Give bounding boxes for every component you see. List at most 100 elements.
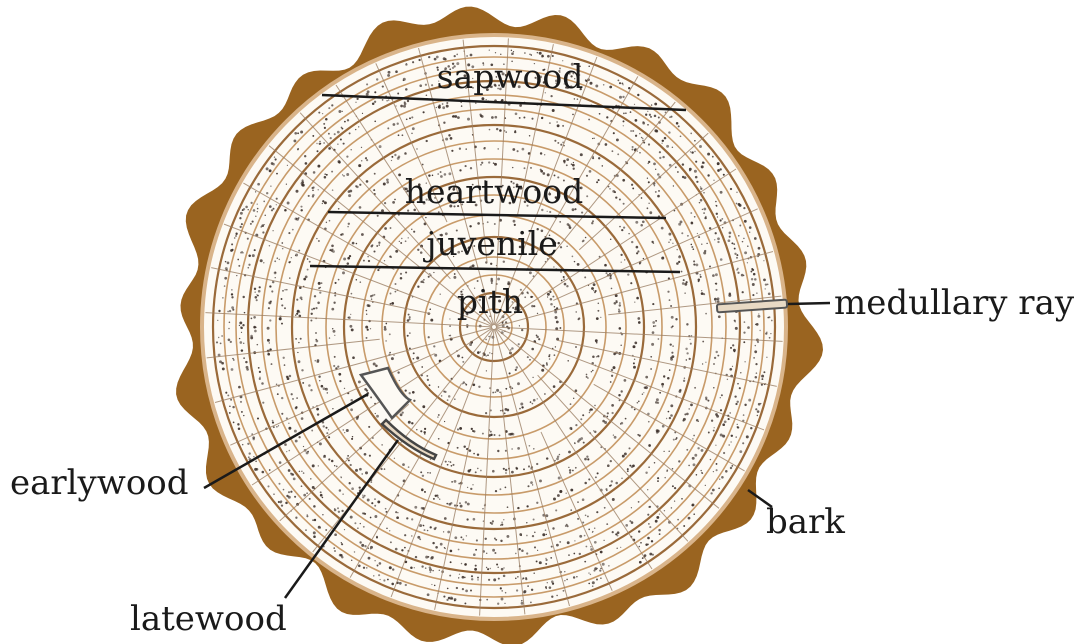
pore-dot (494, 163, 497, 166)
pore-dot (686, 359, 687, 360)
pore-dot (298, 217, 300, 219)
pore-dot (343, 143, 345, 145)
pore-dot (371, 298, 372, 299)
pore-dot (684, 377, 685, 378)
pore-dot (250, 223, 252, 225)
pore-dot (297, 132, 299, 134)
pore-dot (387, 127, 389, 129)
pore-dot (564, 162, 566, 164)
pore-dot (493, 162, 495, 164)
pore-dot (622, 84, 623, 85)
pore-dot (473, 518, 476, 521)
pore-dot (568, 554, 570, 556)
pore-dot (444, 421, 445, 422)
pore-dot (367, 90, 370, 93)
pore-dot (421, 280, 424, 283)
pore-dot (423, 525, 424, 526)
pore-dot (490, 568, 491, 569)
pore-dot (465, 590, 468, 593)
pore-dot (705, 362, 706, 363)
pore-dot (239, 321, 242, 324)
pore-dot (712, 489, 715, 492)
pore-dot (385, 508, 387, 510)
pore-dot (560, 271, 562, 273)
pore-dot (337, 366, 339, 368)
pore-dot (714, 357, 716, 359)
pore-dot (497, 278, 500, 281)
pore-dot (278, 425, 279, 426)
pore-dot (311, 308, 313, 310)
pore-dot (523, 468, 525, 470)
pore-dot (717, 216, 718, 217)
pore-dot (670, 239, 672, 241)
pore-dot (534, 546, 536, 548)
pore-dot (490, 431, 492, 433)
pore-dot (477, 577, 479, 579)
pore-dot (495, 391, 497, 393)
pore-dot (375, 365, 378, 368)
pore-dot (727, 379, 728, 380)
pore-dot (355, 185, 357, 187)
pore-dot (505, 388, 507, 390)
pore-dot (639, 152, 641, 154)
pore-dot (668, 411, 670, 413)
pore-dot (717, 241, 719, 243)
pore-dot (496, 389, 499, 392)
pore-dot (663, 375, 665, 377)
pore-dot (413, 358, 415, 360)
pore-dot (674, 487, 676, 489)
pore-dot (659, 533, 661, 535)
pore-dot (288, 423, 289, 424)
pore-dot (728, 418, 730, 420)
pore-dot (661, 383, 664, 386)
pore-dot (363, 512, 365, 514)
pore-dot (640, 542, 642, 544)
pore-dot (558, 477, 561, 480)
pore-dot (262, 231, 264, 233)
pore-dot (240, 401, 242, 403)
pore-dot (319, 527, 320, 528)
pore-dot (281, 304, 283, 306)
pore-dot (270, 185, 271, 186)
pore-dot (571, 164, 572, 165)
pore-dot (715, 283, 716, 284)
pore-dot (659, 157, 661, 159)
pore-dot (405, 152, 406, 153)
pore-dot (451, 481, 453, 483)
pore-dot (297, 148, 299, 150)
pore-dot (572, 164, 575, 167)
pore-dot (700, 276, 702, 278)
pore-dot (648, 143, 650, 145)
pore-dot (376, 245, 378, 247)
pore-dot (602, 563, 605, 566)
pore-dot (580, 153, 583, 156)
pore-dot (429, 472, 431, 474)
pore-dot (391, 302, 394, 305)
pore-dot (298, 360, 301, 363)
pore-dot (473, 430, 475, 432)
pore-dot (355, 469, 358, 472)
pore-dot (551, 596, 553, 598)
pore-dot (556, 595, 557, 596)
pore-dot (351, 293, 353, 295)
pore-dot (446, 503, 448, 505)
pore-dot (560, 246, 562, 248)
pore-dot (368, 426, 370, 428)
pore-dot (402, 412, 404, 414)
pore-dot (662, 156, 664, 158)
pore-dot (689, 339, 690, 340)
pore-dot (499, 129, 502, 132)
pore-dot (303, 278, 306, 281)
pore-dot (460, 536, 462, 538)
pore-dot (499, 392, 500, 393)
pore-dot (231, 293, 233, 295)
pore-dot (522, 148, 525, 151)
pore-dot (414, 567, 415, 568)
pore-dot (684, 292, 685, 293)
pore-dot (673, 439, 675, 441)
pore-dot (573, 168, 575, 170)
pore-dot (517, 382, 520, 385)
pore-dot (318, 282, 321, 285)
pore-dot (435, 546, 438, 549)
pore-dot (546, 362, 548, 364)
